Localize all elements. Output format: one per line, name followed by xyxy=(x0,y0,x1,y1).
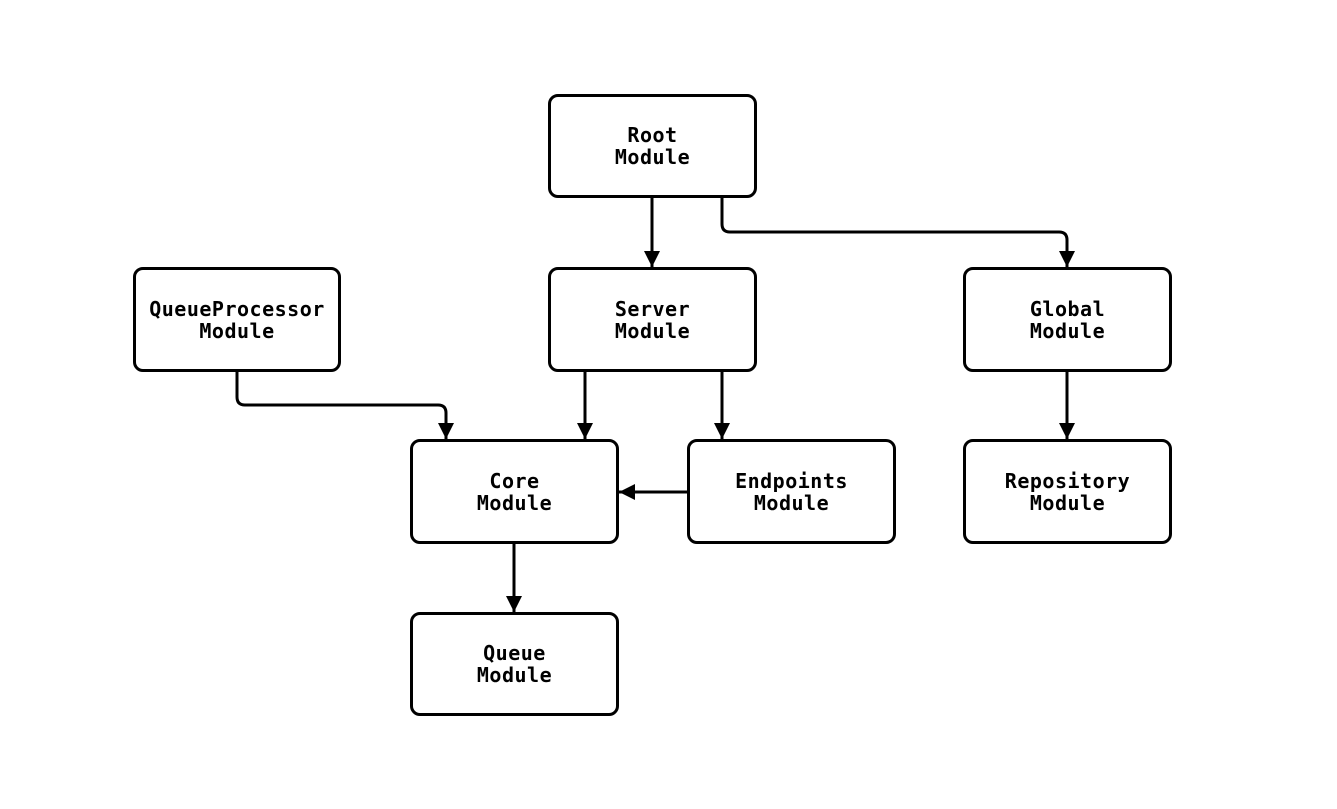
node-server-module: Server Module xyxy=(548,267,757,372)
node-label-queueprocessor: QueueProcessor Module xyxy=(149,296,325,343)
node-queueprocessor-module: QueueProcessor Module xyxy=(133,267,341,372)
node-label-server: Server Module xyxy=(614,296,691,343)
node-label-repository: Repository Module xyxy=(1004,468,1131,515)
node-root-module: Root Module xyxy=(548,94,757,198)
node-label-core: Core Module xyxy=(476,468,553,515)
node-repository-module: Repository Module xyxy=(963,439,1172,544)
node-queue-module: Queue Module xyxy=(410,612,619,716)
edge-root-to-global xyxy=(720,198,1075,267)
node-endpoints-module: Endpoints Module xyxy=(687,439,896,544)
node-label-queue: Queue Module xyxy=(476,641,553,687)
node-core-module: Core Module xyxy=(410,439,619,544)
node-label-endpoints: Endpoints Module xyxy=(735,468,848,515)
node-label-root: Root Module xyxy=(614,123,691,169)
edge-queueprocessor-to-core xyxy=(235,372,454,439)
node-label-global: Global Module xyxy=(1029,296,1106,343)
edges xyxy=(235,198,1075,612)
node-global-module: Global Module xyxy=(963,267,1172,372)
